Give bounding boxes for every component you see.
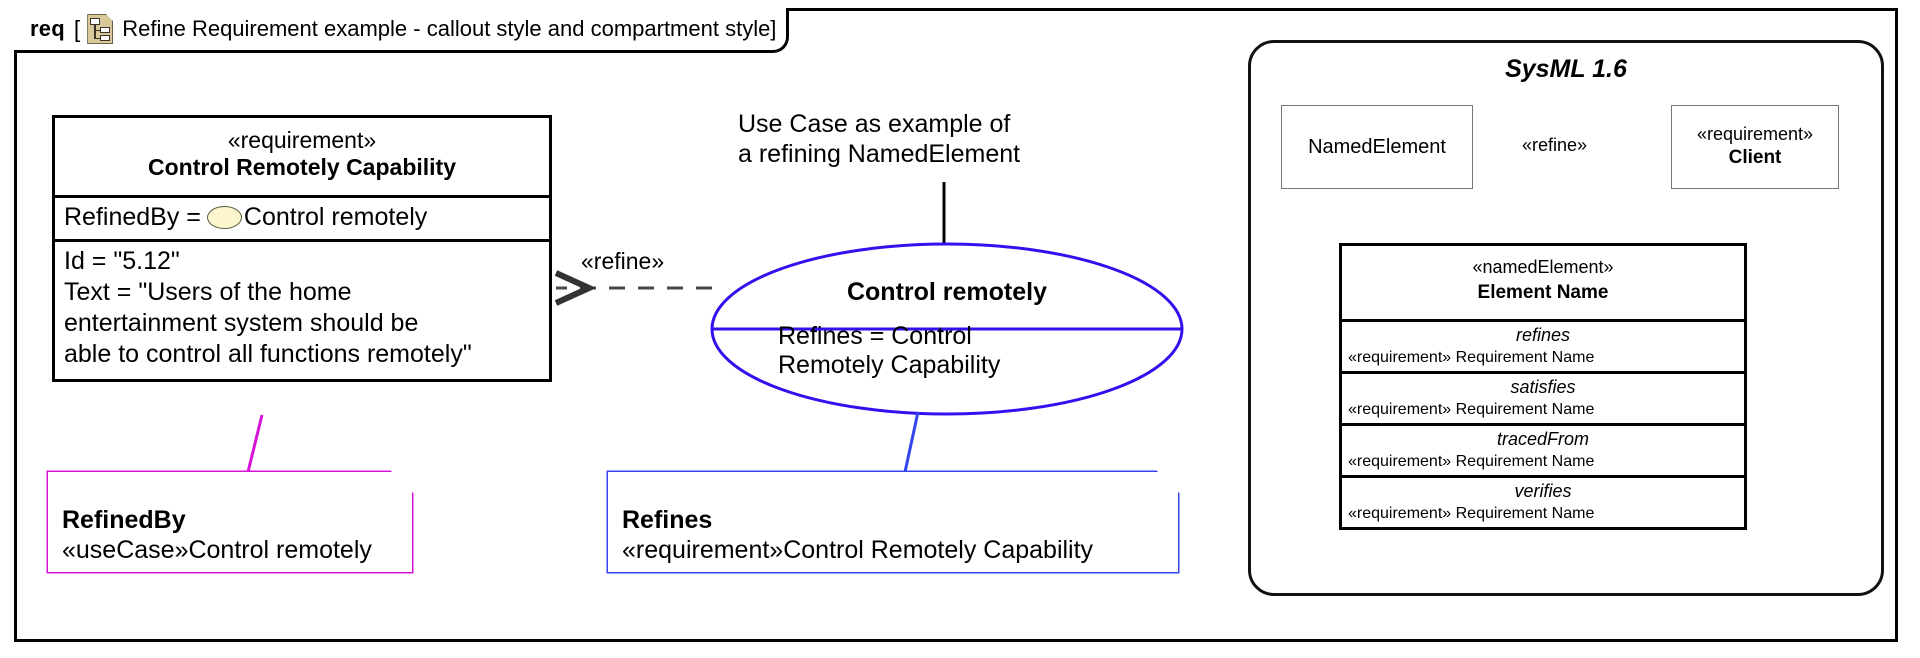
client-stereotype: «requirement» [1696,124,1814,145]
relation-value: «requirement» Requirement Name [1348,348,1595,366]
diagram-frame-header: req [ Refine Requirement example - callo… [14,8,790,53]
refines-callout[interactable]: Refines «requirement»Control Remotely Ca… [608,472,1178,572]
use-case-ellipse-icon [206,206,242,230]
requirement-header: «requirement» Control Remotely Capabilit… [55,118,549,195]
table-row: tracedFrom «requirement» Requirement Nam… [1342,426,1744,478]
refines-callout-value: «requirement»Control Remotely Capability [622,536,1094,564]
namedelement-box[interactable]: NamedElement [1281,105,1473,189]
refines-callout-title: Refines [622,506,713,534]
use-case-properties: Refines = Control Remotely Capability [778,322,1001,380]
relation-label: satisfies [1510,376,1576,397]
use-case-note-text: Use Case as example of a refining NamedE… [738,110,1021,168]
sysml-refine-label: «refine» [1519,135,1591,156]
refinedby-callout-value: «useCase»Control remotely [62,536,372,564]
element-name: Element Name [1477,282,1609,304]
element-table-header: «namedElement» Element Name [1342,246,1744,322]
relation-value: «requirement» Requirement Name [1348,504,1595,522]
diagram-kind-label: req [30,16,65,41]
client-name: Client [1728,146,1782,168]
client-requirement-box[interactable]: «requirement» Client [1671,105,1839,189]
sysml-panel-title: SysML 1.6 [1505,55,1627,83]
requirement-node[interactable]: «requirement» Control Remotely Capabilit… [52,115,552,383]
requirement-properties: Id = "5.12" Text = "Users of the home en… [55,242,549,379]
requirement-stereotype: «requirement» [227,127,377,153]
table-row: refines «requirement» Requirement Name [1342,322,1744,374]
refinedby-value: Control remotely [243,203,428,232]
use-case-note: Use Case as example of a refining NamedE… [724,80,1030,182]
element-stereotype: «namedElement» [1472,257,1614,277]
use-case-name: Control remotely [846,278,1048,306]
relation-value: «requirement» Requirement Name [1348,452,1595,470]
namedelement-label: NamedElement [1308,135,1446,158]
table-row: satisfies «requirement» Requirement Name [1342,374,1744,426]
requirement-refinedby-row: RefinedBy = Control remotely [55,198,549,239]
relation-label: verifies [1514,480,1572,501]
refinedby-callout[interactable]: RefinedBy «useCase»Control remotely [48,472,412,572]
sysml-reference-panel: SysML 1.6 NamedElement «refine» «require… [1248,40,1884,596]
requirement-diagram-icon [87,14,114,44]
relation-value: «requirement» Requirement Name [1348,400,1595,418]
element-compartment-table: «namedElement» Element Name refines «req… [1339,243,1747,530]
requirement-name: Control Remotely Capability [148,154,456,181]
relation-label: tracedFrom [1496,428,1590,449]
refinedby-callout-title: RefinedBy [62,506,186,534]
diagram-title: Refine Requirement example - callout sty… [122,16,777,41]
requirement-properties-text: Id = "5.12" Text = "Users of the home en… [64,247,472,368]
refine-dependency-label: «refine» [581,248,665,274]
table-row: verifies «requirement» Requirement Name [1342,478,1744,527]
use-case-node[interactable]: Control remotely Refines = Control Remot… [712,244,1182,414]
relation-label: refines [1515,324,1571,345]
bracket-open: [ [73,15,81,42]
refinedby-label: RefinedBy = [64,203,201,232]
